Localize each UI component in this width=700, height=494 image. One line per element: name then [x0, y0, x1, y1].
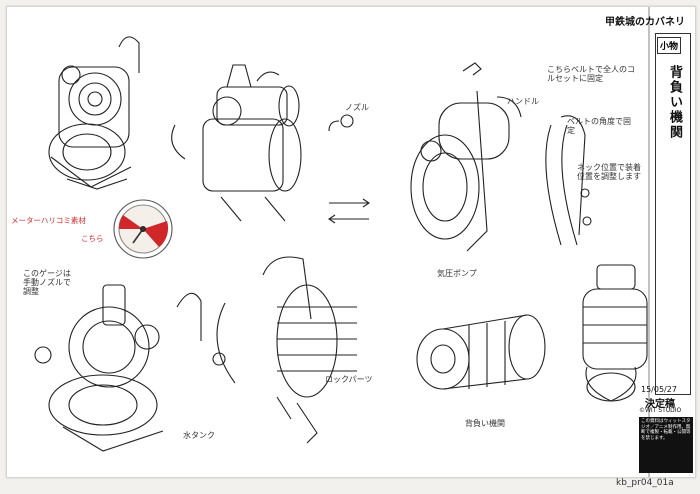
series-title: 甲鉄城のカバネリ — [605, 17, 685, 28]
bottom-note: 背負い機関 — [465, 419, 505, 428]
handle-label: ハンドル — [507, 97, 539, 106]
nozzle-label: ノズル — [345, 103, 369, 112]
line-art — [34, 7, 650, 477]
studio-credit: ©WIT STUDIO — [639, 407, 682, 414]
title-panel — [655, 33, 691, 395]
cylinder-tank-drawing — [416, 314, 546, 390]
meter-here-label: こちら — [81, 234, 104, 243]
backpack-engine-side-drawing — [171, 64, 302, 222]
tank-label: 水タンク — [183, 431, 215, 440]
frame-drawing — [212, 256, 357, 444]
backpack-engine-back-drawing — [410, 62, 522, 252]
backpack-engine-front-drawing — [48, 36, 140, 190]
belt-note: こちらベルトで全人のコルセットに固定 — [547, 65, 635, 84]
nozzle-detail-drawing — [328, 114, 354, 132]
lock-parts-label: ロックパーツ — [325, 375, 373, 384]
meter-gauge-drawing — [113, 199, 173, 259]
date-stamp: 15/05/27 — [641, 385, 677, 394]
file-code: kb_pr04_01a — [616, 478, 674, 488]
hook-note: ネック位置で装着位置を調整します — [577, 163, 641, 182]
meter-material-label: メーターハリコミ素材 — [11, 216, 86, 225]
pump-label: 気圧ポンプ — [437, 269, 477, 278]
belt-fix-note: ベルトの角度で固定 — [567, 117, 631, 136]
status-stamp: 決定稿 — [645, 399, 675, 410]
belt-drawing — [545, 115, 592, 246]
item-name: 背負い機関 — [667, 65, 682, 140]
category-label: 小物 — [657, 37, 682, 54]
gauge-note: このゲージは手動ノズルで調整 — [23, 269, 71, 297]
copyright-notice: この資料はウィットスタジオ／アニメ制作用。無断で複製・転載・公開等を禁じます。 — [639, 417, 693, 473]
model-sheet: 甲鉄城のカバネリ 小物 背負い機関 15/05/27 決定稿 ©WIT STUD… — [6, 6, 696, 478]
backpack-engine-bottom-left-drawing — [34, 284, 202, 452]
water-tank-drawing — [582, 264, 648, 402]
